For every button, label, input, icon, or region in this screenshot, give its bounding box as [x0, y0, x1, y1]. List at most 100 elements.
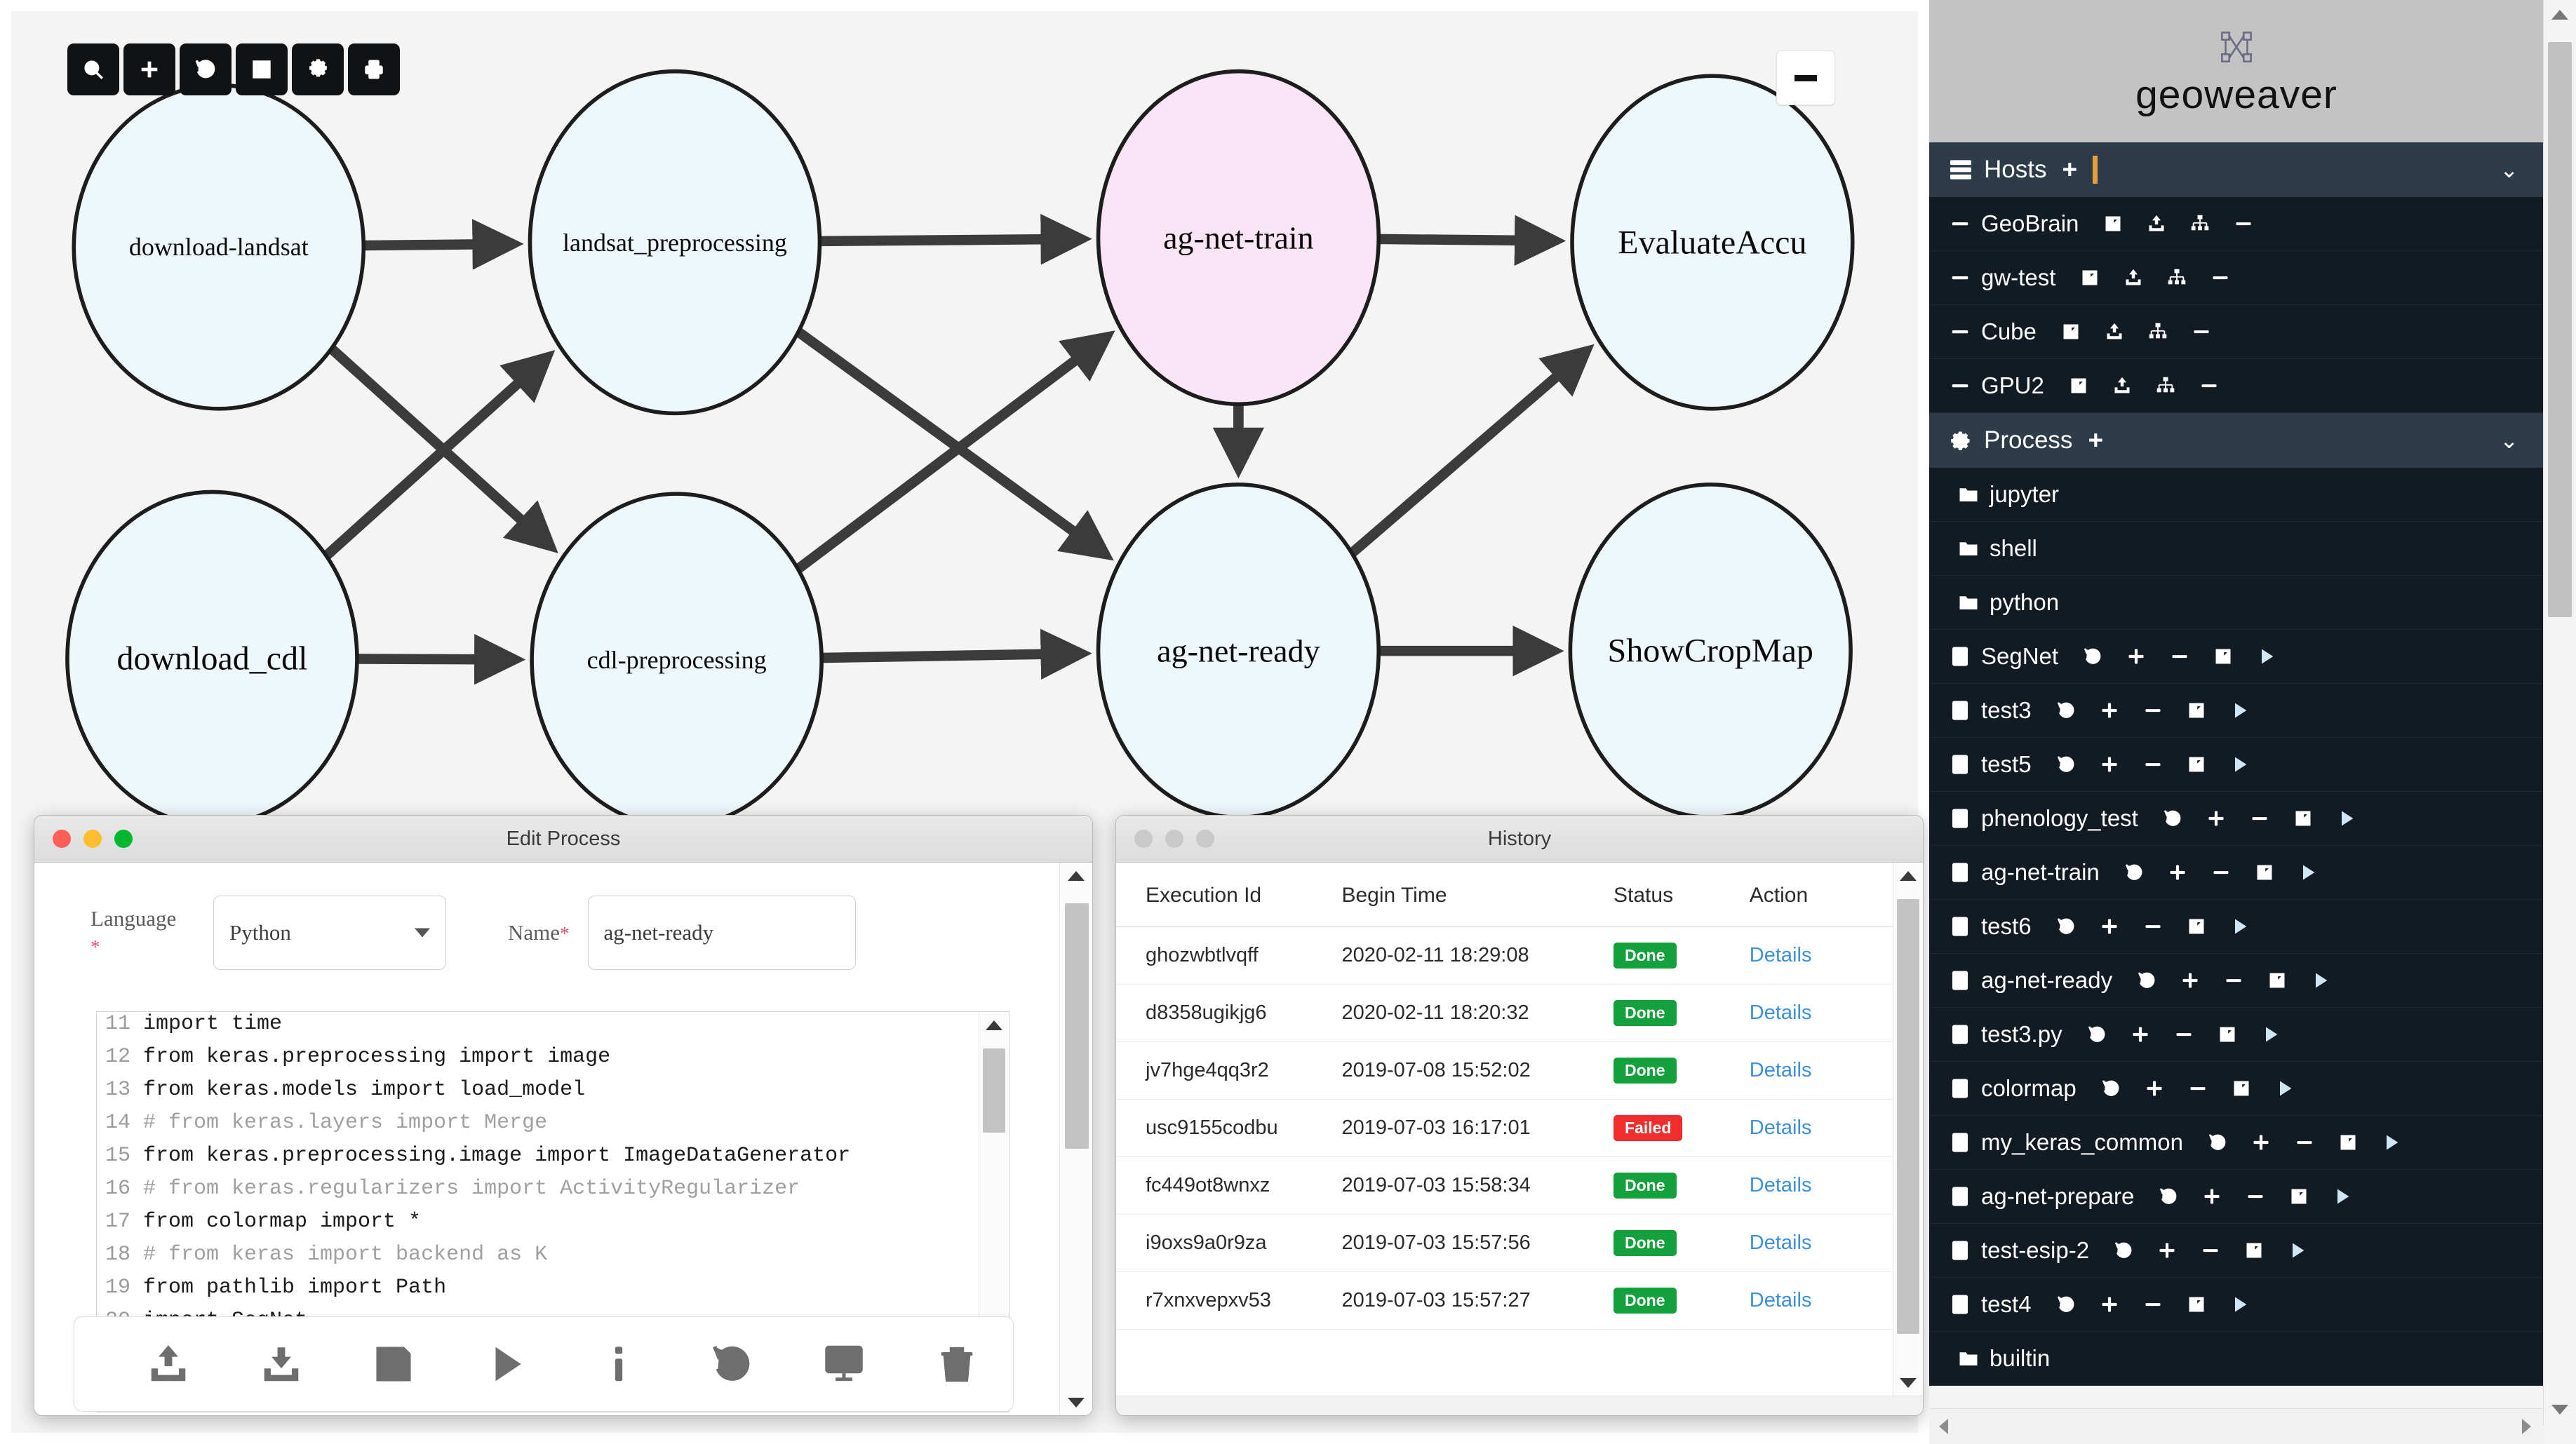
minus-icon[interactable] [2131, 701, 2175, 720]
workflow-node-ShowCropMap[interactable] [1568, 483, 1853, 820]
scrollbar-thumb[interactable] [1897, 899, 1919, 1334]
play-icon[interactable] [2218, 755, 2262, 774]
code-line[interactable]: 16# from keras.regularizers import Activ… [97, 1177, 979, 1210]
play-icon[interactable] [2218, 1295, 2262, 1314]
minimize-button[interactable] [83, 830, 102, 848]
history-icon[interactable] [2075, 1025, 2119, 1044]
code-line[interactable]: 18# from keras import backend as K [97, 1243, 979, 1276]
list-item[interactable]: test3 [1929, 684, 2544, 738]
search-icon[interactable] [67, 43, 119, 95]
upload-icon[interactable] [112, 1325, 225, 1403]
list-item[interactable]: builtin [1929, 1332, 2544, 1386]
edit-icon[interactable] [2206, 1025, 2249, 1044]
chevron-down-icon[interactable]: ⌄ [2500, 428, 2518, 453]
history-icon[interactable] [2071, 647, 2114, 666]
edit-icon[interactable] [2281, 809, 2325, 828]
history-icon[interactable] [2196, 1133, 2239, 1152]
save-icon[interactable] [337, 1325, 450, 1403]
details-link[interactable]: Details [1749, 1174, 1812, 1196]
play-icon[interactable] [2218, 701, 2262, 720]
network-icon[interactable] [2136, 322, 2180, 342]
scroll-left-arrow[interactable] [1939, 1419, 1948, 1434]
play-icon[interactable] [2325, 809, 2368, 828]
list-item[interactable]: test4 [1929, 1278, 2544, 1332]
play-icon[interactable] [2249, 1025, 2293, 1044]
edit-icon[interactable] [2255, 971, 2299, 990]
gear-icon[interactable] [292, 43, 344, 95]
edit-icon[interactable] [2326, 1133, 2370, 1152]
play-icon[interactable] [2245, 647, 2288, 666]
process-name-input[interactable]: ag-net-ready [587, 896, 856, 970]
list-item[interactable]: test-esip-2 [1929, 1224, 2544, 1278]
edit-icon[interactable] [2175, 917, 2218, 936]
chevron-down-icon[interactable]: ⌄ [2500, 157, 2518, 182]
minus-icon[interactable] [2222, 214, 2265, 234]
history-icon[interactable] [2151, 809, 2194, 828]
plus-icon[interactable] [2194, 809, 2238, 828]
minus-icon[interactable] [2234, 1187, 2277, 1206]
history-icon[interactable] [2044, 701, 2088, 720]
language-select[interactable]: Python [213, 896, 446, 970]
upload-icon[interactable] [2093, 322, 2136, 342]
process-section-header[interactable]: Process + ⌄ [1929, 413, 2544, 468]
scroll-up-arrow[interactable] [1900, 871, 1917, 881]
history-icon[interactable] [2044, 917, 2088, 936]
sidebar-vertical-scrollbar[interactable] [2543, 0, 2576, 1424]
scroll-up-arrow[interactable] [1068, 871, 1085, 881]
workflow-node-download_cdl[interactable] [65, 490, 359, 825]
edit-icon[interactable] [2243, 863, 2286, 882]
workflow-node-ag-net-ready[interactable] [1096, 483, 1381, 820]
minus-icon[interactable] [2162, 1025, 2206, 1044]
play-icon[interactable] [2263, 1079, 2307, 1098]
edit-icon[interactable] [2175, 1295, 2218, 1314]
add-icon[interactable] [123, 43, 175, 95]
minus-icon[interactable] [2238, 809, 2281, 828]
plus-icon[interactable] [2145, 1241, 2189, 1260]
history-scrollbar[interactable] [1893, 863, 1923, 1396]
edit-process-window[interactable]: Edit Process Language * Python Name* ag-… [34, 815, 1093, 1416]
edit-icon[interactable] [2091, 214, 2135, 234]
edit-icon[interactable] [2068, 268, 2112, 288]
code-line[interactable]: 14# from keras.layers import Merge [97, 1111, 979, 1144]
minus-icon[interactable] [2199, 863, 2243, 882]
list-item[interactable]: GPU2 [1929, 359, 2544, 413]
network-icon[interactable] [2155, 268, 2199, 288]
list-item[interactable]: python [1929, 576, 2544, 630]
edit-icon[interactable] [2220, 1079, 2263, 1098]
workflow-node-download-landsat[interactable] [72, 83, 366, 411]
minus-icon[interactable] [2189, 1241, 2232, 1260]
list-item[interactable]: my_keras_common [1929, 1116, 2544, 1170]
upload-icon[interactable] [2135, 214, 2178, 234]
monitor-icon[interactable] [788, 1325, 901, 1403]
details-link[interactable]: Details [1749, 1001, 1812, 1024]
edit-icon[interactable] [2057, 376, 2100, 396]
details-link[interactable]: Details [1749, 1059, 1812, 1081]
list-item[interactable]: GeoBrain [1929, 197, 2544, 251]
history-horizontal-scrollbar[interactable] [1116, 1396, 1923, 1415]
plus-icon[interactable] [2119, 1025, 2162, 1044]
edit-icon[interactable] [2232, 1241, 2276, 1260]
history-icon[interactable] [2102, 1241, 2145, 1260]
plus-icon[interactable] [2088, 1295, 2131, 1314]
minus-icon[interactable] [2187, 376, 2231, 396]
history-icon[interactable] [2112, 863, 2156, 882]
scroll-up-arrow[interactable] [986, 1020, 1002, 1030]
history-icon[interactable] [2089, 1079, 2133, 1098]
history-icon[interactable] [2044, 755, 2088, 774]
scrollbar-thumb[interactable] [983, 1048, 1005, 1133]
minus-icon[interactable] [2131, 755, 2175, 774]
scroll-down-arrow[interactable] [2551, 1405, 2568, 1415]
table-icon[interactable] [236, 43, 288, 95]
play-icon[interactable] [2276, 1241, 2319, 1260]
download-icon[interactable] [225, 1325, 338, 1403]
minus-icon[interactable] [2180, 322, 2223, 342]
